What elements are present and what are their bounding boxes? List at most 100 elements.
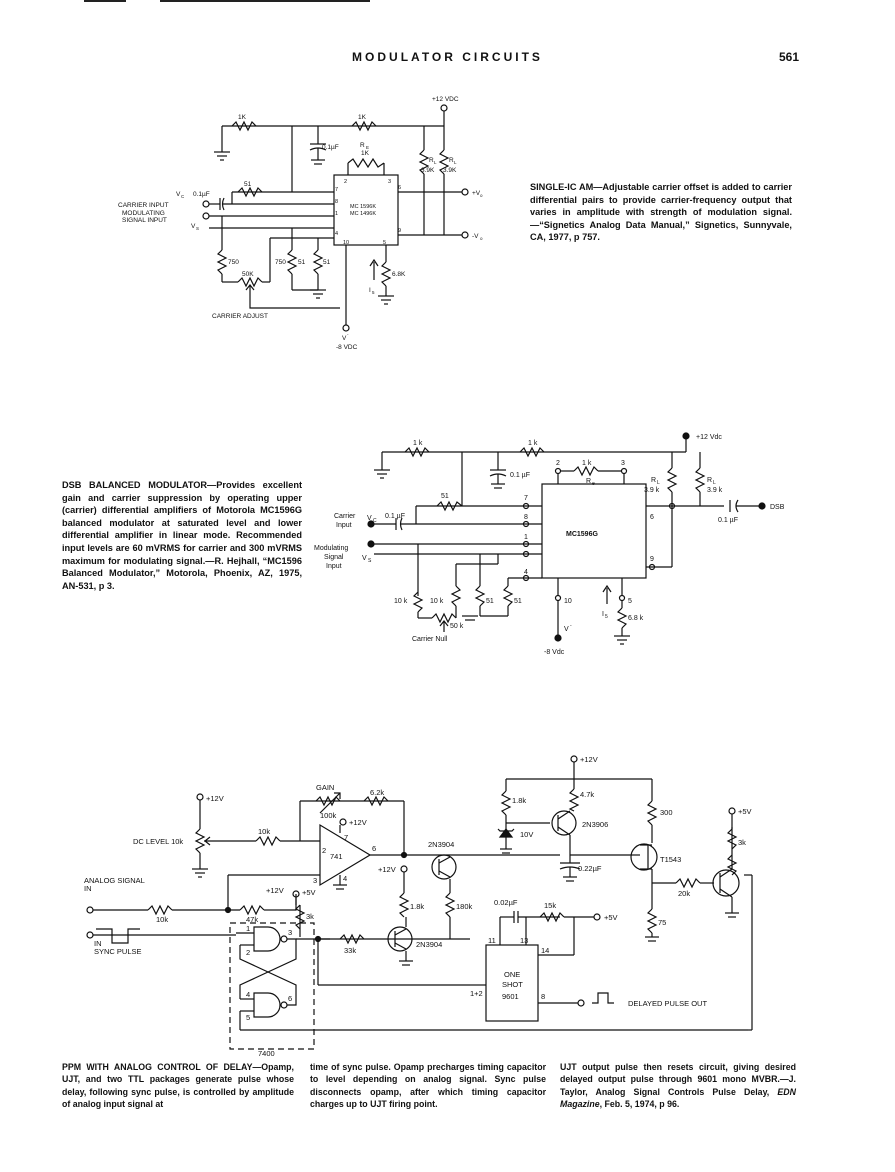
- c3-v12-left: +12V: [206, 794, 224, 803]
- c1-vneg: -8 VDC: [336, 344, 358, 351]
- c1-pin3: 3: [388, 179, 391, 185]
- c1-r50k: 50K: [242, 271, 254, 278]
- c2-vminus: V: [564, 626, 569, 633]
- c2-mod-signal: Modulating: [314, 545, 348, 552]
- c3-gate-pin5: 5: [246, 1013, 250, 1022]
- caption-ppm-col1: PPM WITH ANALOG CONTROL OF DELAY—Opamp, …: [62, 1061, 294, 1111]
- c2-r51b: 51: [486, 598, 494, 605]
- c3-cap002: 0.02µF: [494, 898, 518, 907]
- c2-pin10: 10: [564, 598, 572, 605]
- c3-pin3: 3: [313, 876, 317, 885]
- c2-vc: V: [367, 515, 372, 522]
- circuit-ppm-delay: +12V +12V GAIN 6.2k 100k +12V DC LEVEL 1…: [84, 755, 753, 1058]
- c2-carrier-null: Carrier Null: [412, 636, 448, 643]
- c3-sync-pulse: SYNC PULSE: [94, 947, 142, 956]
- c2-pin9: 9: [650, 556, 654, 563]
- c3-dc-level: DC LEVEL 10k: [133, 837, 183, 846]
- c3-chip7400: 7400: [258, 1049, 275, 1058]
- c3-os-13: 13: [520, 936, 528, 945]
- c2-rl1-val: 3.9 k: [644, 487, 660, 494]
- c1-vminus: V: [342, 335, 347, 342]
- caption-ppm-col1-text: Opamp, UJT, and two TTL packages generat…: [62, 1062, 294, 1110]
- c3-v12-top: +12V: [580, 755, 598, 764]
- c1-carrier-input: CARRIER INPUT: [118, 202, 169, 209]
- c3-r15k: 15k: [544, 901, 556, 910]
- c1-vs: V: [191, 223, 196, 230]
- c1-i5: I: [369, 287, 371, 294]
- caption-ppm-magazine: EDN Magazine: [560, 1086, 796, 1110]
- c2-re: R: [586, 478, 591, 485]
- c3-delayed-out: DELAYED PULSE OUT: [628, 999, 707, 1008]
- c1-pin2: 2: [344, 179, 347, 185]
- c3-v5-b: +5V: [604, 913, 618, 922]
- c1-rl1-val: 3.9K: [421, 167, 435, 174]
- c2-pin7: 7: [524, 495, 528, 502]
- c3-v5-c: +5V: [738, 807, 752, 816]
- c1-vo-minus: -V: [472, 233, 479, 240]
- c3-gate-pin2: 2: [246, 948, 250, 957]
- c1-vo-minus-sub: o: [480, 236, 483, 241]
- c3-gate-pin4: 4: [246, 990, 250, 999]
- c1-r750b: 750: [275, 259, 286, 266]
- c2-r1k-b: 1 k: [528, 440, 538, 447]
- c3-r180k: 180k: [456, 902, 473, 911]
- c2-r51c: 51: [514, 598, 522, 605]
- c3-r300: 300: [660, 808, 673, 817]
- c2-r10k-a: 10 k: [394, 598, 408, 605]
- caption-single-ic-am: SINGLE-IC AM—Adjustable carrier offset i…: [530, 181, 792, 244]
- c1-vo-plus-sub: o: [480, 193, 483, 198]
- c2-pin1: 1: [524, 534, 528, 541]
- c1-re-val: 1K: [361, 150, 370, 157]
- c2-vminus-sup: -: [570, 623, 572, 629]
- c2-pin8: 8: [524, 514, 528, 521]
- c3-q-2n3904-a: 2N3904: [428, 840, 454, 849]
- c3-os-14: 14: [541, 946, 549, 955]
- caption-ppm-title: PPM WITH ANALOG CONTROL OF DELAY—: [62, 1062, 262, 1072]
- c1-vc: V: [176, 191, 181, 198]
- c3-gate-pin1: 1: [246, 924, 250, 933]
- c2-re-sub: e: [592, 481, 595, 487]
- c3-os-11: 11: [488, 936, 496, 945]
- c3-r47k: 47k: [246, 915, 258, 924]
- c1-rl1-sub: L: [434, 160, 437, 165]
- c2-r50k: 50 k: [450, 623, 464, 630]
- c3-r10k: 10k: [258, 827, 270, 836]
- c3-pin7: 7: [344, 833, 348, 842]
- c1-r1k-a: 1K: [238, 114, 247, 121]
- c3-one: ONE: [504, 970, 520, 979]
- c1-vc-sub: C: [181, 194, 185, 199]
- c2-vplus: +12 Vdc: [696, 434, 722, 441]
- c3-r3k-b: 3k: [738, 838, 746, 847]
- c3-v12-mid: +12V: [266, 886, 284, 895]
- c3-v12-q: +12V: [378, 865, 396, 874]
- caption-ppm-col3-text-b: , Feb. 5, 1974, p 96.: [599, 1099, 680, 1110]
- c2-mod-signal-2: Signal: [324, 554, 344, 561]
- c3-sync-in: IN: [94, 939, 102, 948]
- c3-gain: GAIN: [316, 783, 334, 792]
- c3-analog-signal: ANALOG SIGNAL: [84, 876, 145, 885]
- c1-cap-in: 0.1µF: [193, 191, 210, 198]
- c3-r62k: 6.2k: [370, 788, 384, 797]
- c1-rl2-val: 3.9K: [443, 167, 457, 174]
- c2-carrier-input: Carrier: [334, 513, 356, 520]
- page-number: 561: [778, 50, 799, 64]
- c1-cap01: 0.1µF: [322, 144, 339, 151]
- c2-rl2-val: 3.9 k: [707, 487, 723, 494]
- c3-q-2n3904-b: 2N3904: [416, 940, 442, 949]
- c1-vplus-label: +12 VDC: [432, 96, 459, 103]
- c3-r3k: 3k: [306, 912, 314, 921]
- c2-carrier-input-2: Input: [336, 522, 352, 529]
- c2-cap-out: 0.1 µF: [718, 517, 738, 524]
- c1-vs-sub: S: [196, 226, 199, 231]
- c1-r68k: 6.8K: [392, 271, 406, 278]
- c3-in: IN: [84, 884, 92, 893]
- c2-vs: V: [362, 555, 367, 562]
- c1-mod-signal: MODULATING: [122, 210, 165, 217]
- c1-pin7: 7: [335, 187, 338, 193]
- c1-r51b: 51: [298, 259, 306, 266]
- c2-ic: MC1596G: [566, 531, 598, 538]
- c2-vs-sub: S: [368, 558, 372, 564]
- c2-i5: I: [602, 611, 604, 618]
- caption-dsb-body: Provides excellent gain and carrier supp…: [62, 480, 303, 591]
- caption-single-ic-am-title: SINGLE-IC AM—: [530, 182, 603, 192]
